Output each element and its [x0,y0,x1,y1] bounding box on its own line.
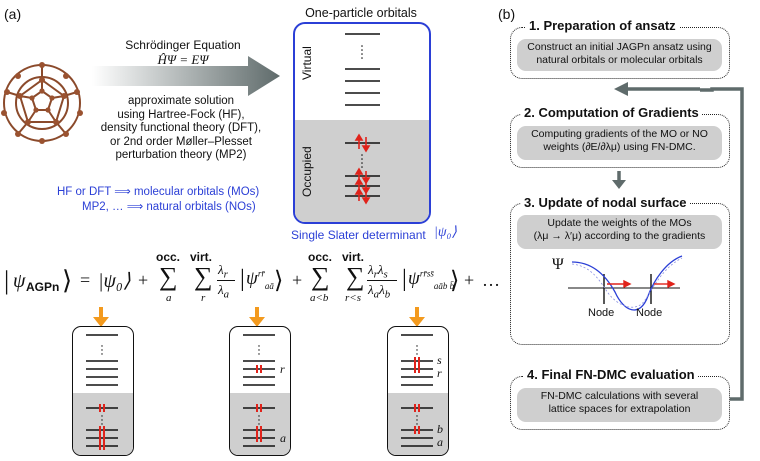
step-1-line: Construct an initial JAGPn ansatz using [527,41,712,53]
step-1-line: natural orbitals or molecular orbitals [536,54,703,66]
orbital-label-s: s [437,353,442,367]
step-3-text: Update the weights of the MOs (λμ → λ′μ)… [517,215,722,249]
step-2-title: 2. Computation of Gradients [521,105,702,120]
step-4-title: 4. Final FN-DMC evaluation [524,367,698,382]
sum-occ-1: occ. [156,250,181,264]
determinant-box-ref [72,326,134,456]
orbital-label-b: b [437,422,443,436]
sum-idx-ab: a<b [310,292,329,304]
panel-b-label: (b) [498,6,516,22]
eq-ellipsis: … [482,270,500,290]
approx-line: using Hartree-Fock (HF), [117,108,245,121]
orbital-label-r2: r [437,366,442,380]
orbital-label-a: a [280,431,286,445]
orbital-label-a2: a [437,435,443,449]
eq-psi0: |ψ₀⟩ [98,270,131,292]
determinant-box-single [229,326,291,456]
step-2-line: weights (∂E/∂λμ) using FN-DMC. [543,141,696,153]
mo-line: HF or DFT ⟹ molecular orbitals (MOs) [57,186,260,198]
sum-idx-a: a [166,292,172,304]
schrodinger-title: Schrödinger Equation [125,38,241,52]
approx-text: approximate solution using Hartree-Fock … [96,95,266,163]
sum-occ-2: occ. [308,250,333,264]
sum-idx-rs: r<s [345,292,361,304]
approx-line: perturbation theory (MP2) [115,149,247,161]
psi-label: Ψ [552,256,564,273]
orbitals-title: One-particle orbitals [305,6,417,20]
agp-subscript: AGPn [26,280,60,294]
panel-a-label: (a) [4,6,22,22]
step-4-line: lattice spaces for extrapolation [548,403,691,415]
determinant-box-double [387,326,449,456]
step-1-title: 1. Preparation of ansatz [526,18,679,33]
approx-line: or 2nd order Møller–Plesset [110,135,252,148]
slater-label: Single Slater determinant [291,228,426,242]
step-4-text: FN-DMC calculations with several lattice… [517,388,722,422]
approx-line: approximate solution [127,95,235,107]
slater-ket: |ψ₀⟩ [434,225,457,240]
agpn-equation: | ψ AGPn ⟩ = |ψ₀⟩ + occ. ∑ a virt. ∑ r λ… [4,250,500,304]
approx-line: density functional theory (DFT), [100,122,262,134]
step-2-text: Computing gradients of the MO or NO weig… [517,126,722,160]
sum-virt-1: virt. [190,250,213,264]
orbital-label-r: r [280,362,285,376]
occupied-region [295,120,429,222]
schrodinger-equation: ĤΨ = EΨ [157,52,209,67]
node-label-2: Node [636,307,663,319]
no-line: MP2, … ⟹ natural orbitals (NOs) [82,201,256,213]
step-3-line: (λμ → λ′μ) according to the gradients [533,230,706,242]
step-1-text: Construct an initial JAGPn ansatz using … [517,39,722,71]
step-3-line: Update the weights of the MOs [547,217,692,229]
orbitals-box [293,22,431,224]
sum-idx-r: r [201,292,206,304]
sum-virt-2: virt. [342,250,365,264]
agp-psi: ψ [13,270,26,292]
step-4-line: FN-DMC calculations with several [540,390,699,402]
step-3-title: 3. Update of nodal surface [521,195,690,210]
step-2-line: Computing gradients of the MO or NO [531,128,708,140]
node-label-1: Node [588,307,615,319]
